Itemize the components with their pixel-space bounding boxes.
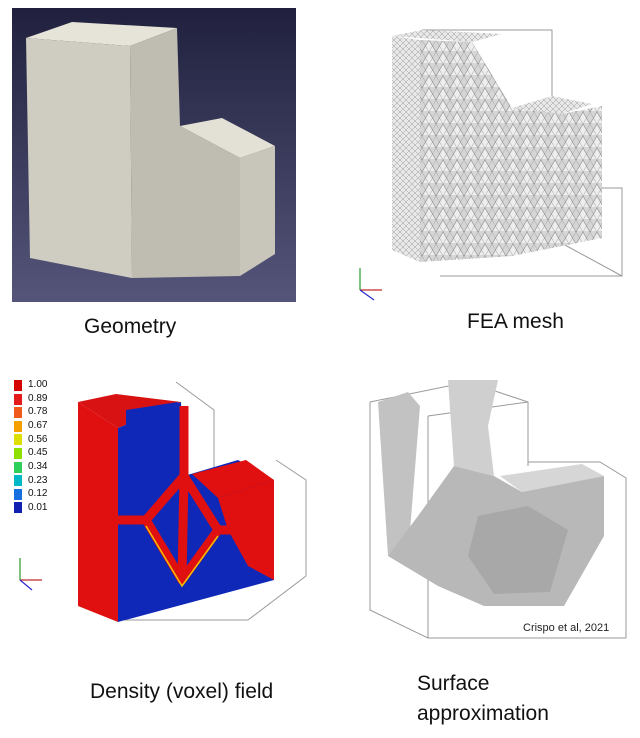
legend-label: 0.67	[28, 420, 48, 431]
axis-triad	[19, 558, 42, 591]
geometry-panel	[12, 8, 296, 302]
legend-swatch	[14, 475, 22, 487]
surface-cavity	[468, 506, 568, 594]
geometry-caption: Geometry	[84, 315, 177, 338]
legend-label: 0.89	[28, 393, 48, 404]
legend-swatch	[14, 488, 22, 500]
mesh-front-face	[420, 40, 602, 262]
legend-label: 1.00	[28, 379, 48, 390]
fea-mesh-panel	[352, 28, 630, 308]
legend-label: 0.12	[28, 488, 48, 499]
density-top-void	[126, 402, 182, 464]
citation: Crispo et al, 2021	[523, 622, 610, 634]
legend-swatch	[14, 420, 22, 432]
solid-top-face	[26, 22, 177, 46]
legend-label: 0.23	[28, 475, 48, 486]
axis-triad	[359, 268, 382, 301]
legend-swatch	[14, 434, 22, 446]
geometry-render	[12, 8, 296, 302]
density-right-band	[218, 480, 274, 580]
legend-label: 0.78	[28, 406, 48, 417]
solid-side-face	[130, 28, 240, 278]
legend-label: 0.01	[28, 502, 48, 513]
density-render	[19, 381, 307, 622]
solid-step-face	[180, 118, 275, 158]
legend-label: 0.45	[28, 447, 48, 458]
legend-swatch	[14, 502, 22, 514]
legend-swatch	[14, 461, 22, 473]
surface-panel	[368, 366, 630, 646]
density-step-face	[192, 460, 274, 498]
fea-mesh-caption: FEA mesh	[467, 310, 564, 333]
surface-top-wall	[448, 380, 498, 476]
legend-swatch	[14, 448, 22, 459]
mesh-top-face	[392, 30, 502, 42]
surface-caption-line2: approximation	[417, 702, 549, 725]
solid-right-face	[240, 146, 275, 276]
density-panel: 1.00 0.89 0.78 0.67 0.56 0.45 0.34 0.23 …	[6, 379, 316, 626]
surface-caption-line1: Surface	[417, 672, 490, 695]
density-caption: Density (voxel) field	[90, 680, 274, 703]
mesh-side-face	[392, 36, 420, 262]
legend-label: 0.56	[28, 434, 48, 445]
density-transition	[145, 525, 219, 588]
solid-front-face	[26, 38, 132, 278]
fea-mesh-render	[359, 29, 623, 301]
density-bounding-box	[116, 381, 307, 621]
density-legend: 1.00 0.89 0.78 0.67 0.56 0.45 0.34 0.23 …	[6, 379, 56, 520]
legend-swatch	[14, 380, 22, 391]
surface-render	[369, 380, 627, 639]
legend-swatch	[14, 393, 22, 405]
surface-step-top	[500, 464, 604, 492]
legend-swatch	[14, 407, 22, 419]
mesh-step-face	[512, 96, 592, 114]
surface-left-pillar	[378, 392, 420, 556]
legend-label: 0.34	[28, 461, 48, 472]
density-side-face	[78, 402, 118, 622]
